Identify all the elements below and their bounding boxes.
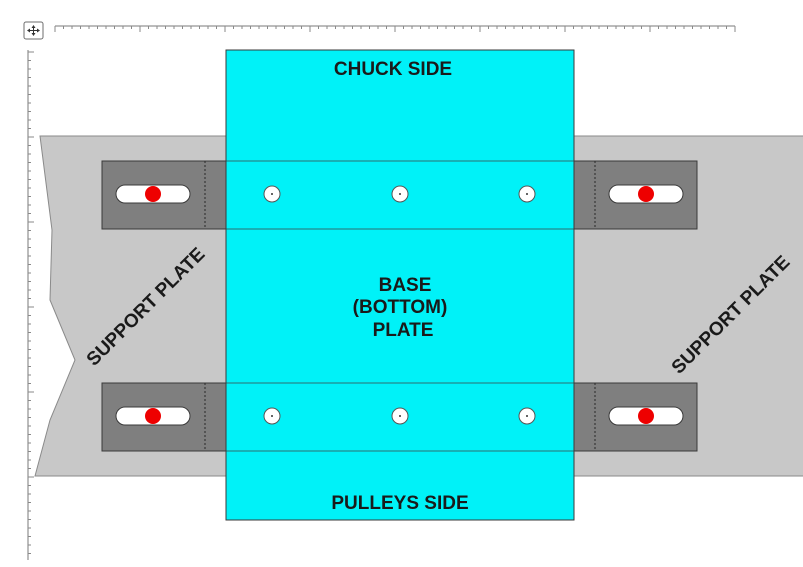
bolt-marker [145,408,161,424]
hole [263,185,281,203]
clamp-block-top-right [573,160,698,230]
clamp-block-bottom-right [573,382,698,452]
move-handle-icon[interactable] [23,21,44,40]
vertical-ruler [27,50,34,560]
chuck-side-label: CHUCK SIDE [334,59,452,80]
base-plate-label-line3: PLATE [373,320,434,341]
bolt-marker [145,186,161,202]
hole [518,185,536,203]
hole [518,407,536,425]
base-plate-holes [263,185,536,425]
hole [263,407,281,425]
horizontal-ruler [54,25,736,32]
hole [391,185,409,203]
pulleys-side-label: PULLEYS SIDE [331,493,468,514]
base-plate [225,49,575,521]
clamp-block-bottom-left [101,382,227,452]
clamp-block-top-left [101,160,227,230]
base-plate-label-line2: (BOTTOM) [353,297,448,318]
base-plate-label-line1: BASE [379,275,432,296]
bolt-marker [638,408,654,424]
bolt-marker [638,186,654,202]
hole [391,407,409,425]
